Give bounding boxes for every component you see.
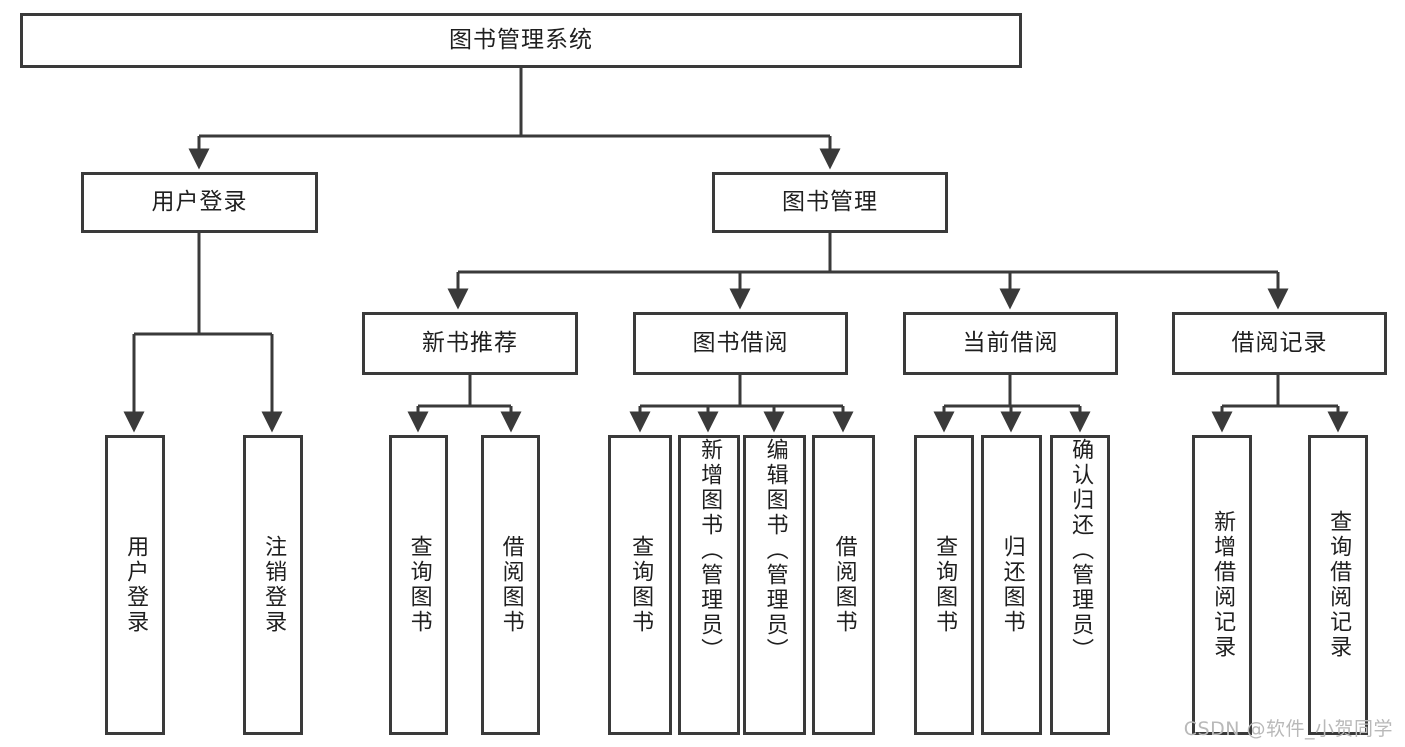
leaf-logout-login-label: 注销登录 <box>261 535 287 635</box>
leaf-recommend-query-book-label: 查询图书 <box>406 535 432 635</box>
leaf-borrow-borrow-book[interactable]: 借阅图书 <box>812 435 875 735</box>
node-current-borrow[interactable]: 当前借阅 <box>903 312 1118 375</box>
node-book-management[interactable]: 图书管理 <box>712 172 948 233</box>
leaf-borrow-add-book-admin[interactable]: 新增图书（管理员） <box>678 435 740 735</box>
node-user-login-label: 用户登录 <box>151 189 248 216</box>
node-new-book-recommend-label: 新书推荐 <box>422 330 518 357</box>
node-root-label: 图书管理系统 <box>449 27 593 54</box>
leaf-recommend-borrow-book-label: 借阅图书 <box>498 535 524 635</box>
leaf-records-add-record-label: 新增借阅记录 <box>1210 510 1236 660</box>
leaf-borrow-query-book-label: 查询图书 <box>628 535 654 635</box>
leaf-borrow-query-book[interactable]: 查询图书 <box>608 435 672 735</box>
node-book-management-label: 图书管理 <box>782 189 878 216</box>
leaf-logout-login[interactable]: 注销登录 <box>243 435 303 735</box>
node-book-borrow-label: 图书借阅 <box>692 330 789 357</box>
leaf-current-confirm-return-admin-label: 确认归还（管理员） <box>1068 438 1094 663</box>
node-borrow-records-label: 借阅记录 <box>1231 330 1328 357</box>
leaf-user-login[interactable]: 用户登录 <box>105 435 165 735</box>
watermark-text: CSDN @软件_小贺同学 <box>1183 718 1393 740</box>
leaf-borrow-add-book-admin-label: 新增图书（管理员） <box>697 438 723 663</box>
leaf-records-query-record[interactable]: 查询借阅记录 <box>1308 435 1368 735</box>
leaf-records-query-record-label: 查询借阅记录 <box>1326 510 1352 660</box>
leaf-user-login-label: 用户登录 <box>123 535 149 635</box>
leaf-current-confirm-return-admin[interactable]: 确认归还（管理员） <box>1050 435 1110 735</box>
node-root-library-system[interactable]: 图书管理系统 <box>20 13 1022 68</box>
node-book-borrow[interactable]: 图书借阅 <box>633 312 848 375</box>
node-user-login[interactable]: 用户登录 <box>81 172 318 233</box>
leaf-recommend-borrow-book[interactable]: 借阅图书 <box>481 435 540 735</box>
leaf-records-add-record[interactable]: 新增借阅记录 <box>1192 435 1252 735</box>
node-borrow-records[interactable]: 借阅记录 <box>1172 312 1387 375</box>
leaf-borrow-edit-book-admin-label: 编辑图书（管理员） <box>762 438 788 663</box>
node-new-book-recommend[interactable]: 新书推荐 <box>362 312 578 375</box>
leaf-current-query-book-label: 查询图书 <box>932 535 958 635</box>
leaf-recommend-query-book[interactable]: 查询图书 <box>389 435 448 735</box>
leaf-borrow-edit-book-admin[interactable]: 编辑图书（管理员） <box>743 435 806 735</box>
leaf-current-return-book-label: 归还图书 <box>999 535 1025 635</box>
leaf-current-query-book[interactable]: 查询图书 <box>914 435 974 735</box>
node-current-borrow-label: 当前借阅 <box>962 330 1059 357</box>
leaf-current-return-book[interactable]: 归还图书 <box>981 435 1042 735</box>
leaf-borrow-borrow-book-label: 借阅图书 <box>831 535 857 635</box>
